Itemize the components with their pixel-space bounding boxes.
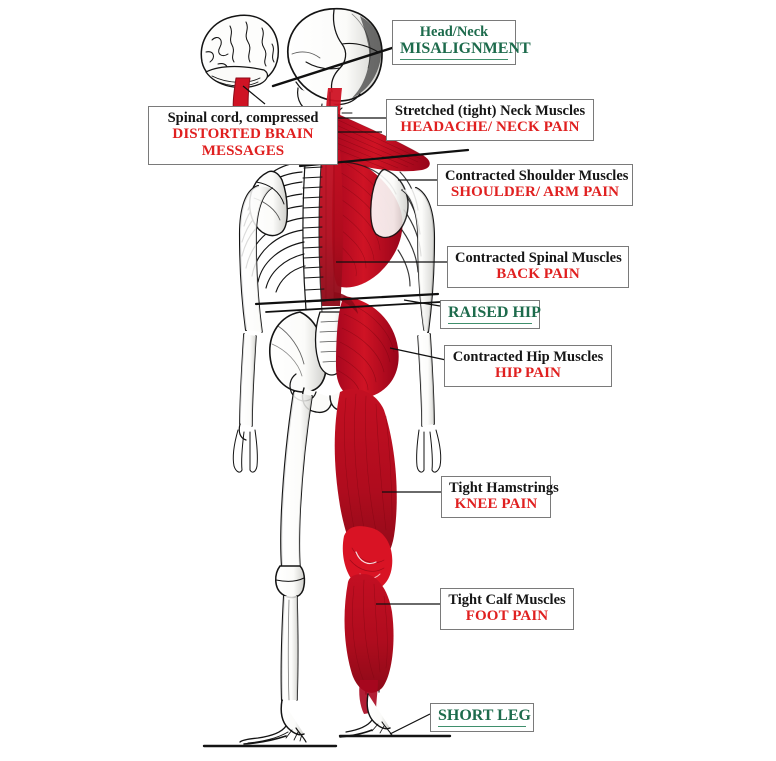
callout-line-2: HEADACHE/ NECK PAIN xyxy=(400,119,580,136)
hand-bones-right xyxy=(416,429,442,473)
tilt-line-hip-upper xyxy=(254,292,440,306)
callout-shoulder-muscles[interactable]: Contracted Shoulder Muscles SHOULDER/ AR… xyxy=(437,164,633,207)
callout-line-1: Tight Hamstrings xyxy=(449,480,559,496)
callout-line-1: Head/Neck xyxy=(419,24,489,40)
leader-hip-muscles xyxy=(389,347,447,361)
callout-head-neck-misalignment[interactable]: Head/Neck MISALIGNMENT xyxy=(392,20,531,66)
femur-left xyxy=(275,390,313,599)
callout-line-2: HIP PAIN xyxy=(495,365,561,382)
callout-line-1: Stretched (tight) Neck Muscles xyxy=(394,103,586,119)
callout-raised-hip[interactable]: RAISED HIP xyxy=(440,300,541,329)
callout-spinal-cord-compressed[interactable]: Spinal cord, compressed DISTORTED BRAIN … xyxy=(148,106,338,165)
callout-line-2: RAISED HIP xyxy=(448,304,541,324)
callout-line-2: MISALIGNMENT xyxy=(400,40,531,61)
callout-line-2: BACK PAIN xyxy=(496,266,580,283)
radius-ulna-left xyxy=(238,333,257,441)
tilt-line-head xyxy=(271,46,394,88)
leader-spinal-cord xyxy=(242,85,266,105)
gluteal-muscle-red xyxy=(334,292,399,399)
callout-line-1: Contracted Spinal Muscles xyxy=(455,250,622,266)
callout-line-1: Tight Calf Muscles xyxy=(448,592,566,608)
callout-hamstrings[interactable]: Tight Hamstrings KNEE PAIN xyxy=(441,476,559,519)
hamstring-muscle-red xyxy=(334,388,397,591)
callout-spinal-muscles[interactable]: Contracted Spinal Muscles BACK PAIN xyxy=(447,246,629,289)
humerus-left xyxy=(238,184,273,333)
callout-line-2: SHORT LEG xyxy=(438,707,531,727)
tilt-line-hip-lower xyxy=(265,301,441,313)
callout-calf-muscles[interactable]: Tight Calf Muscles FOOT PAIN xyxy=(440,588,574,631)
scapula-right xyxy=(370,168,409,239)
erector-spinae-red xyxy=(319,150,343,306)
callout-line-3: MESSAGES xyxy=(201,143,285,160)
callout-hip-muscles[interactable]: Contracted Hip Muscles HIP PAIN xyxy=(444,345,612,388)
callout-line-2: DISTORTED BRAIN xyxy=(172,126,314,143)
callout-line-2: FOOT PAIN xyxy=(465,608,549,625)
tibia-fibula-left xyxy=(280,594,299,702)
foot-bones-right xyxy=(339,693,393,738)
callout-line-1: Spinal cord, compressed xyxy=(167,110,319,126)
leader-short-leg xyxy=(389,713,431,735)
callout-line-2: SHOULDER/ ARM PAIN xyxy=(450,184,620,201)
foot-bones-left xyxy=(239,699,307,745)
callout-line-2: KNEE PAIN xyxy=(454,496,538,513)
callout-line-1: Contracted Hip Muscles xyxy=(452,349,604,365)
callout-neck-muscles[interactable]: Stretched (tight) Neck Muscles HEADACHE/… xyxy=(386,99,594,142)
callout-short-leg[interactable]: SHORT LEG xyxy=(430,703,534,732)
callout-line-1: Contracted Shoulder Muscles xyxy=(445,168,629,184)
hand-bones-left xyxy=(232,429,258,473)
humerus-right xyxy=(401,186,436,334)
